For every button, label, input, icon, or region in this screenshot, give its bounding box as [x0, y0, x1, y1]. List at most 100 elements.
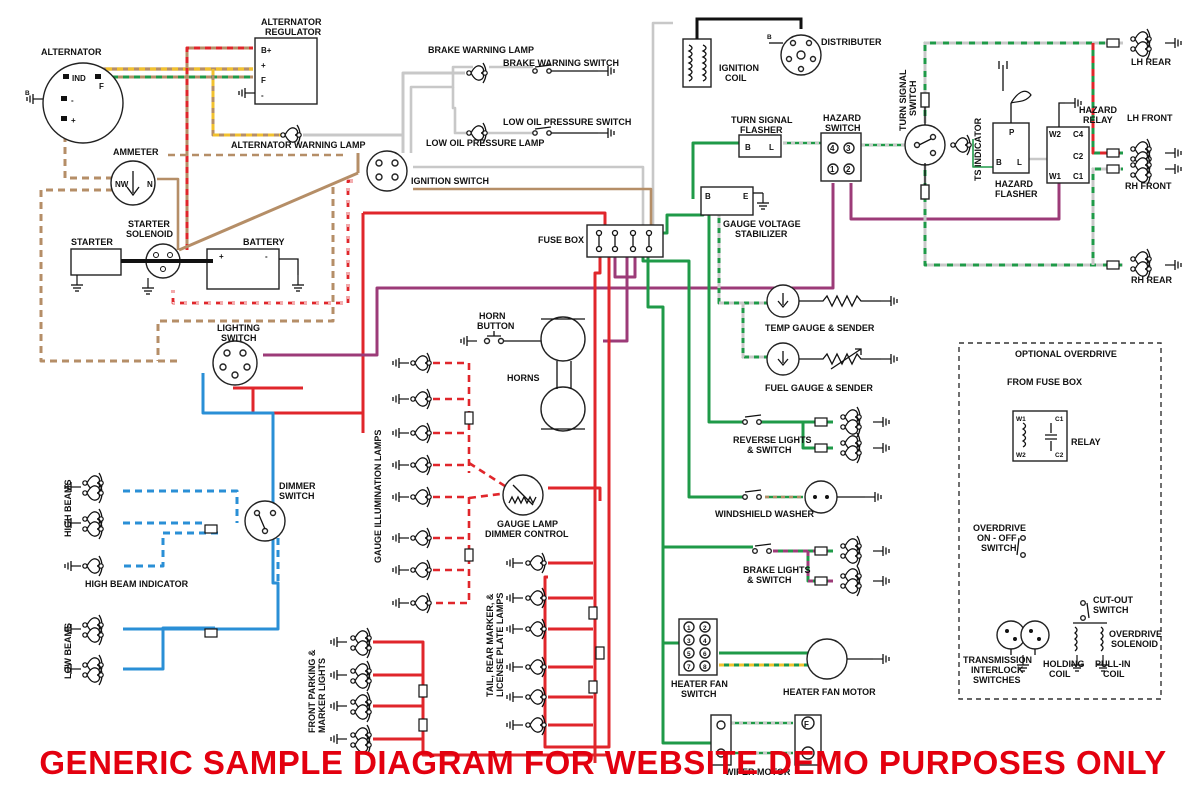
svg-text:B: B [25, 90, 30, 97]
hazard-flasher-pin-b: B [996, 158, 1002, 167]
hazard-relay-box: W2 C4 C2 W1 C1 [1046, 97, 1090, 184]
alternator-warning-label: ALTERNATOR WARNING LAMP [231, 140, 366, 150]
rh-rear-label: RH REAR [1131, 275, 1173, 285]
overdrive-panel: W1 C1 W2 C2 [958, 342, 1162, 700]
wiper-motor-label: WIPER MOTOR [725, 767, 791, 777]
ignition-coil-symbol [682, 17, 803, 88]
fan-sw-pin-6: 6 [703, 651, 707, 658]
od-relay-c2: C2 [1055, 452, 1064, 459]
front-parking-label-2: MARKER LIGHTS [317, 658, 327, 733]
dimmer-switch-label-2: SWITCH [279, 491, 315, 501]
svg-text:B: B [767, 34, 772, 41]
hazard-switch-label-1: HAZARD [823, 113, 861, 123]
od-relay-c1: C1 [1055, 416, 1064, 423]
od-solenoid-label-1: OVERDRIVE [1109, 629, 1162, 639]
ignition-coil-label-2: COIL [725, 73, 747, 83]
overdrive-title: OPTIONAL OVERDRIVE [1015, 349, 1117, 359]
fuse-box-label: FUSE BOX [538, 235, 584, 245]
gauge-dimmer-label-1: GAUGE LAMP [497, 519, 558, 529]
hazard-sw-pin-1: 1 [830, 165, 835, 174]
od-relay-w2: W2 [1016, 452, 1026, 459]
hazard-flasher-pin-l: L [1017, 158, 1022, 167]
front-parking-label-1: FRONT PARKING & [307, 649, 317, 733]
holding-coil-label-2: COIL [1049, 669, 1071, 679]
fan-sw-pin-2: 2 [703, 625, 707, 632]
hazard-relay-c4: C4 [1073, 130, 1084, 139]
interlock-label-2: INTERLOCK [971, 665, 1024, 675]
cut-out-label-1: CUT-OUT [1093, 595, 1133, 605]
turn-signal-switch-symbol [904, 92, 946, 200]
hazard-relay-w2: W2 [1049, 130, 1062, 139]
high-beam-indicator-label: HIGH BEAM INDICATOR [85, 579, 189, 589]
gauge-dimmer-label-2: DIMMER CONTROL [485, 529, 569, 539]
lighting-switch-symbol [212, 340, 258, 386]
brake-lights-label-2: & SWITCH [747, 575, 792, 585]
hazard-relay-label-1: HAZARD [1079, 105, 1117, 115]
hazard-relay-c2: C2 [1073, 152, 1084, 161]
fan-sw-pin-1: 1 [687, 625, 691, 632]
svg-text:-: - [265, 252, 268, 261]
heater-fan-motor-label: HEATER FAN MOTOR [783, 687, 876, 697]
reg-pin-bplus: B+ [261, 46, 272, 55]
alternator-pin-ind: IND [72, 74, 86, 83]
reverse-lights-label-1: REVERSE LIGHTS [733, 435, 812, 445]
fan-sw-pin-7: 7 [687, 664, 691, 671]
turn-signal-flasher-label-1: TURN SIGNAL [731, 115, 793, 125]
turn-signal-flasher-box: B L [738, 134, 782, 158]
brake-warning-switch-label: BRAKE WARNING SWITCH [503, 58, 619, 68]
demo-watermark-banner: GENERIC SAMPLE DIAGRAM FOR WEBSITE DEMO … [39, 744, 1167, 781]
pull-in-coil-label-2: COIL [1103, 669, 1125, 679]
starter-solenoid-label-1: STARTER [128, 219, 170, 229]
distributer-label: DISTRIBUTER [821, 37, 882, 47]
hazard-relay-c1: C1 [1073, 172, 1084, 181]
fan-sw-pin-4: 4 [703, 638, 707, 645]
flasher-pin-l: L [769, 143, 774, 152]
interlock-label-1: TRANSMISSION [963, 655, 1032, 665]
svg-text:+: + [219, 252, 224, 261]
dimmer-switch-symbol [244, 500, 286, 542]
gauge-illumination-label: GAUGE ILLUMINATION LAMPS [373, 430, 383, 563]
distributer-symbol: B [767, 34, 822, 76]
stabilizer-pin-e: E [743, 192, 749, 201]
ammeter-symbol: NW N [110, 160, 156, 206]
fan-sw-pin-5: 5 [687, 651, 691, 658]
ts-indicator-lamp [950, 134, 972, 156]
lighting-switch-label-1: LIGHTING [217, 323, 260, 333]
hazard-flasher-box: P B L [992, 61, 1032, 174]
heater-fan-motor-symbol [806, 638, 890, 680]
heater-fan-switch-box: 1 2 3 4 5 6 7 8 [678, 618, 718, 676]
lh-front-label: LH FRONT [1127, 113, 1173, 123]
od-solenoid-label-2: SOLENOID [1111, 639, 1159, 649]
hazard-sw-pin-2: 2 [846, 165, 851, 174]
hazard-sw-pin-3: 3 [846, 144, 851, 153]
starter-solenoid-label-2: SOLENOID [126, 229, 174, 239]
wires [39, 21, 1123, 763]
ignition-switch-symbol [366, 150, 408, 192]
high-beams-label: HIGH BEAMS [63, 479, 73, 537]
svg-text:NW: NW [115, 180, 129, 189]
flasher-pin-b: B [745, 143, 751, 152]
gauge-lamp-dimmer-symbol [502, 474, 544, 516]
gauge-voltage-stabilizer-box: B E [700, 186, 770, 216]
low-oil-switch-label: LOW OIL PRESSURE SWITCH [503, 117, 631, 127]
low-beams-label: LOW BEAMS [63, 623, 73, 679]
reg-pin-plus: + [261, 61, 266, 70]
wiring-diagram-canvas: IND F - + B ALTERNATOR B+ + F - ALTERNAT… [3, 3, 1197, 784]
lh-rear-label: LH REAR [1131, 57, 1171, 67]
od-relay-w1: W1 [1016, 416, 1026, 423]
brake-lights-label-1: BRAKE LIGHTS [743, 565, 811, 575]
wiper-switch-box: F [710, 714, 822, 766]
rh-front-label: RH FRONT [1125, 181, 1172, 191]
tail-lamps-label-1: TAIL, REAR MARKER, & [485, 593, 495, 697]
hazard-relay-w1: W1 [1049, 172, 1062, 181]
fuel-gauge-symbol [766, 342, 898, 376]
brake-warning-lamp-label: BRAKE WARNING LAMP [428, 45, 534, 55]
ammeter-label: AMMETER [113, 147, 159, 157]
horn-button-label-2: BUTTON [477, 321, 514, 331]
temp-gauge-label: TEMP GAUGE & SENDER [765, 323, 875, 333]
fuel-gauge-label: FUEL GAUGE & SENDER [765, 383, 873, 393]
wiper-pin-f: F [804, 720, 809, 729]
stabilizer-label-1: GAUGE VOLTAGE [723, 219, 801, 229]
lighting-switch-label-2: SWITCH [221, 333, 257, 343]
horns-label: HORNS [507, 373, 540, 383]
